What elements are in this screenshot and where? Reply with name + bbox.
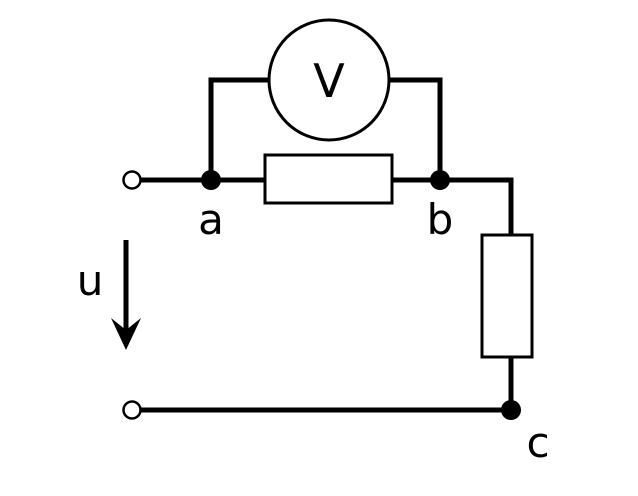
wire-voltmeter-left (208, 77, 273, 183)
resistor-ab (263, 153, 394, 205)
node-c-dot (501, 400, 521, 420)
terminal-bottom (122, 400, 142, 420)
node-a-label: a (198, 195, 224, 244)
terminal-top (122, 170, 142, 190)
node-b-dot (430, 170, 450, 190)
voltmeter-label: V (313, 54, 345, 108)
node-b-label: b (427, 195, 454, 244)
voltage-arrow-head (111, 318, 141, 350)
voltmeter-circle (267, 18, 391, 142)
node-c-label: c (526, 418, 549, 467)
node-a-dot (201, 170, 221, 190)
wire-voltmeter-right (385, 77, 443, 183)
resistor-bc (480, 233, 534, 359)
voltage-label: u (77, 256, 104, 305)
